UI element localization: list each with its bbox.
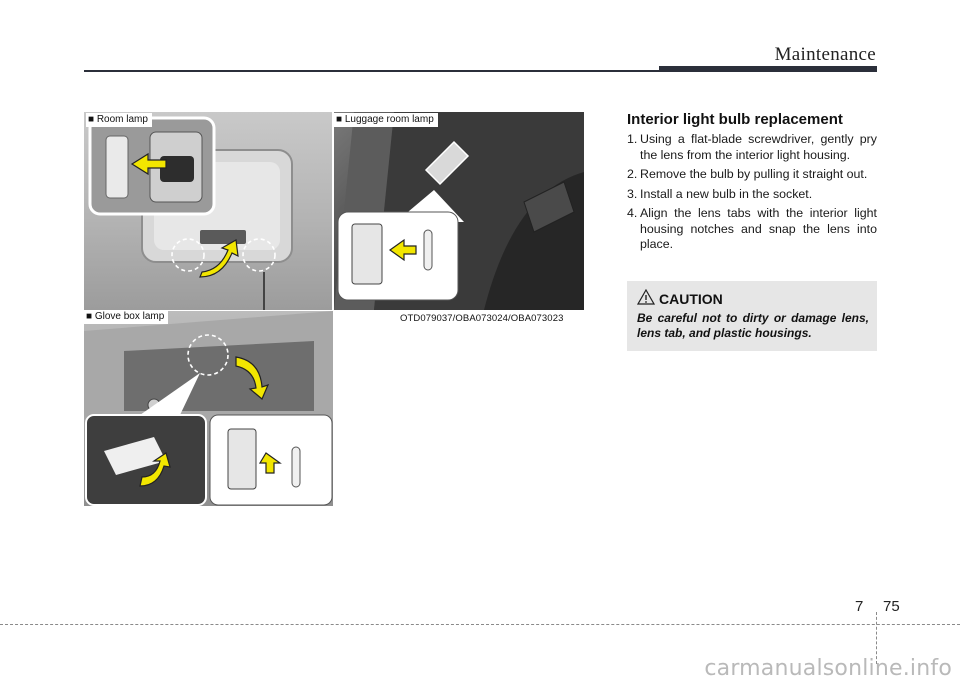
glove-box-lamp-label: ■ Glove box lamp [84,311,169,324]
figure-code: OTD079037/OBA073024/OBA073023 [400,313,564,324]
warning-triangle-icon [637,289,655,305]
section-title: Interior light bulb replacement [627,111,843,128]
luggage-lamp-illustration [334,112,584,310]
glove-box-lamp-photo: ■ Glove box lamp [84,311,333,506]
header-rule-thick [659,66,877,72]
page-number: 75 [883,598,900,615]
list-item: 3.Install a new bulb in the socket. [627,186,813,201]
caution-box: CAUTION Be careful not to dirty or damag… [627,281,877,351]
instruction-steps: 1.Using a flat-blade screwdriver, gently… [627,132,877,257]
luggage-room-lamp-label: ■ Luggage room lamp [334,113,438,127]
footer-rule [0,624,960,625]
header-rule-thin [84,70,659,72]
list-item: 2.Remove the bulb by pulling it straight… [627,167,868,181]
watermark: carmanualsonline.info [704,656,952,681]
luggage-room-lamp-photo: ■ Luggage room lamp [334,112,584,310]
footer-divider [876,612,877,664]
list-item: 4.Align the lens tabs with the interior … [627,206,877,251]
glove-lamp-illustration [84,311,333,506]
chapter-number: 7 [855,598,864,615]
caution-title: CAUTION [659,291,723,307]
room-lamp-photo: ■ Room lamp [84,112,332,310]
figure-top-row: ■ Room lamp ■ Luggage room lamp [84,112,584,310]
room-lamp-illustration [88,116,293,310]
section-header-title: Maintenance [774,44,876,65]
list-item: 1.Using a flat-blade screwdriver, gently… [627,132,877,162]
caution-text: Be careful not to dirty or damage lens, … [637,311,869,340]
room-lamp-label: ■ Room lamp [86,113,152,127]
